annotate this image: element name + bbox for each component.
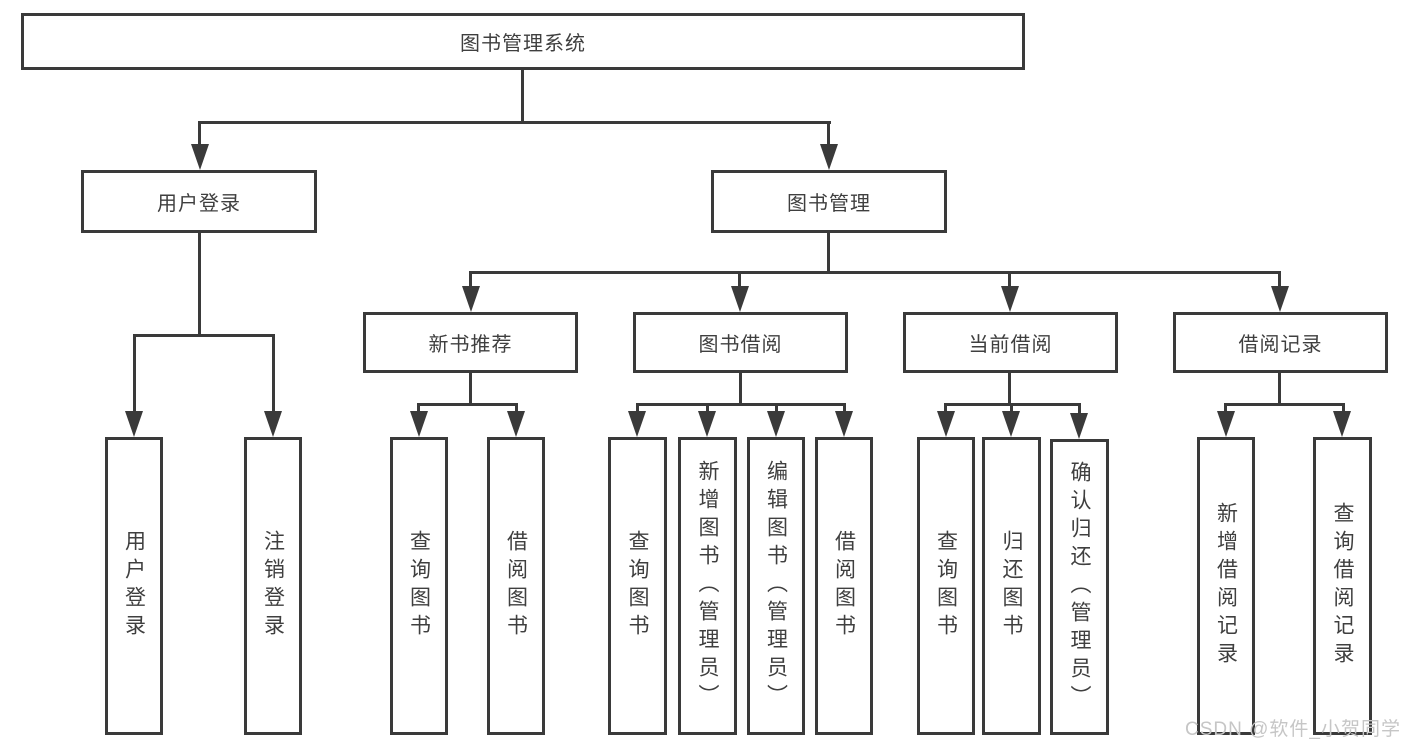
leaf-query-books-current: 查询图书 — [917, 437, 975, 735]
arrowhead-down-icon — [698, 411, 716, 437]
arrowhead-down-icon — [125, 411, 143, 437]
connector-line-1 — [198, 121, 831, 124]
connector-line-13 — [272, 334, 275, 414]
leaf-query-books-recommend: 查询图书 — [390, 437, 448, 735]
leaf-logout-label: 注销登录 — [261, 530, 285, 642]
leaf-edit-books-admin: 编辑图书（管理员） — [747, 437, 805, 735]
arrowhead-down-icon — [1333, 411, 1351, 437]
leaf-edit-books-admin-label: 编辑图书（管理员） — [764, 460, 788, 712]
node-current-borrowing-label: 当前借阅 — [968, 334, 1053, 356]
leaf-add-books-admin-label: 新增图书（管理员） — [696, 460, 719, 712]
leaf-borrow-books-recommend: 借阅图书 — [487, 437, 545, 735]
connector-line-2 — [198, 121, 201, 149]
leaf-add-borrow-record-label: 新增借阅记录 — [1214, 502, 1238, 670]
leaf-logout: 注销登录 — [244, 437, 302, 735]
leaf-borrow-books-recommend-label: 借阅图书 — [504, 530, 528, 642]
connector-line-28 — [1078, 403, 1081, 415]
leaf-confirm-return-admin: 确认归还（管理员） — [1050, 439, 1109, 735]
connector-line-3 — [827, 121, 830, 149]
arrowhead-down-icon — [264, 411, 282, 437]
csdn-watermark: CSDN @软件_小贺同学 — [1185, 719, 1401, 740]
connector-line-4 — [827, 233, 830, 274]
node-root-library-system: 图书管理系统 — [21, 13, 1025, 70]
arrowhead-down-icon — [1217, 411, 1235, 437]
connector-line-19 — [636, 403, 846, 406]
connector-line-5 — [469, 271, 1281, 274]
connector-line-10 — [198, 233, 201, 337]
node-book-borrowing-label: 图书借阅 — [698, 334, 783, 356]
connector-line-21 — [706, 403, 709, 415]
node-user-login-label: 用户登录 — [157, 193, 241, 215]
connector-line-22 — [775, 403, 778, 415]
connector-line-17 — [515, 403, 518, 415]
arrowhead-down-icon — [462, 286, 480, 312]
arrowhead-down-icon — [191, 144, 209, 170]
leaf-add-borrow-record: 新增借阅记录 — [1197, 437, 1255, 735]
leaf-confirm-return-admin-label: 确认归还（管理员） — [1068, 461, 1091, 713]
arrowhead-down-icon — [820, 144, 838, 170]
connector-line-8 — [1008, 271, 1011, 288]
node-user-login: 用户登录 — [81, 170, 317, 233]
connector-line-14 — [469, 373, 472, 406]
connector-line-32 — [1342, 403, 1345, 415]
leaf-user-login: 用户登录 — [105, 437, 163, 735]
connector-line-26 — [944, 403, 947, 415]
connector-line-6 — [469, 271, 472, 288]
connector-line-11 — [133, 334, 275, 337]
leaf-query-books-borrowing-label: 查询图书 — [626, 530, 649, 642]
node-book-management-label: 图书管理 — [787, 193, 871, 215]
leaf-return-books: 归还图书 — [982, 437, 1041, 735]
leaf-query-books-recommend-label: 查询图书 — [407, 530, 431, 642]
leaf-query-borrow-record: 查询借阅记录 — [1313, 437, 1372, 735]
connector-line-27 — [1010, 403, 1013, 415]
leaf-return-books-label: 归还图书 — [1000, 530, 1023, 642]
connector-line-30 — [1224, 403, 1344, 406]
leaf-add-books-admin: 新增图书（管理员） — [678, 437, 737, 735]
connector-line-12 — [133, 334, 136, 414]
node-new-book-recommend-label: 新书推荐 — [428, 334, 513, 356]
leaf-borrow-books-borrowing-label: 借阅图书 — [832, 530, 856, 642]
connector-line-20 — [636, 403, 639, 415]
connector-line-15 — [417, 403, 518, 406]
arrowhead-down-icon — [1002, 411, 1020, 437]
leaf-borrow-books-borrowing: 借阅图书 — [815, 437, 873, 735]
connector-line-16 — [417, 403, 420, 415]
node-new-book-recommend: 新书推荐 — [363, 312, 578, 373]
arrowhead-down-icon — [1271, 286, 1289, 312]
node-book-management: 图书管理 — [711, 170, 947, 233]
node-current-borrowing: 当前借阅 — [903, 312, 1118, 373]
arrowhead-down-icon — [1001, 286, 1019, 312]
connector-line-31 — [1224, 403, 1227, 415]
connector-line-24 — [1008, 373, 1011, 406]
arrowhead-down-icon — [835, 411, 853, 437]
connector-line-18 — [739, 373, 742, 406]
node-borrowing-records: 借阅记录 — [1173, 312, 1388, 373]
connector-line-29 — [1278, 373, 1281, 406]
connector-line-23 — [843, 403, 846, 415]
node-book-borrowing: 图书借阅 — [633, 312, 848, 373]
node-root-library-system-label: 图书管理系统 — [460, 33, 586, 55]
arrowhead-down-icon — [507, 411, 525, 437]
connector-line-7 — [738, 271, 741, 288]
leaf-query-books-borrowing: 查询图书 — [608, 437, 667, 735]
arrowhead-down-icon — [731, 286, 749, 312]
arrowhead-down-icon — [937, 411, 955, 437]
leaf-user-login-label: 用户登录 — [122, 530, 146, 642]
connector-line-0 — [521, 69, 524, 124]
arrowhead-down-icon — [628, 411, 646, 437]
node-borrowing-records-label: 借阅记录 — [1238, 334, 1323, 356]
leaf-query-books-current-label: 查询图书 — [934, 530, 958, 642]
arrowhead-down-icon — [767, 411, 785, 437]
arrowhead-down-icon — [410, 411, 428, 437]
leaf-query-borrow-record-label: 查询借阅记录 — [1331, 502, 1354, 670]
connector-line-9 — [1278, 271, 1281, 288]
arrowhead-down-icon — [1070, 413, 1088, 439]
